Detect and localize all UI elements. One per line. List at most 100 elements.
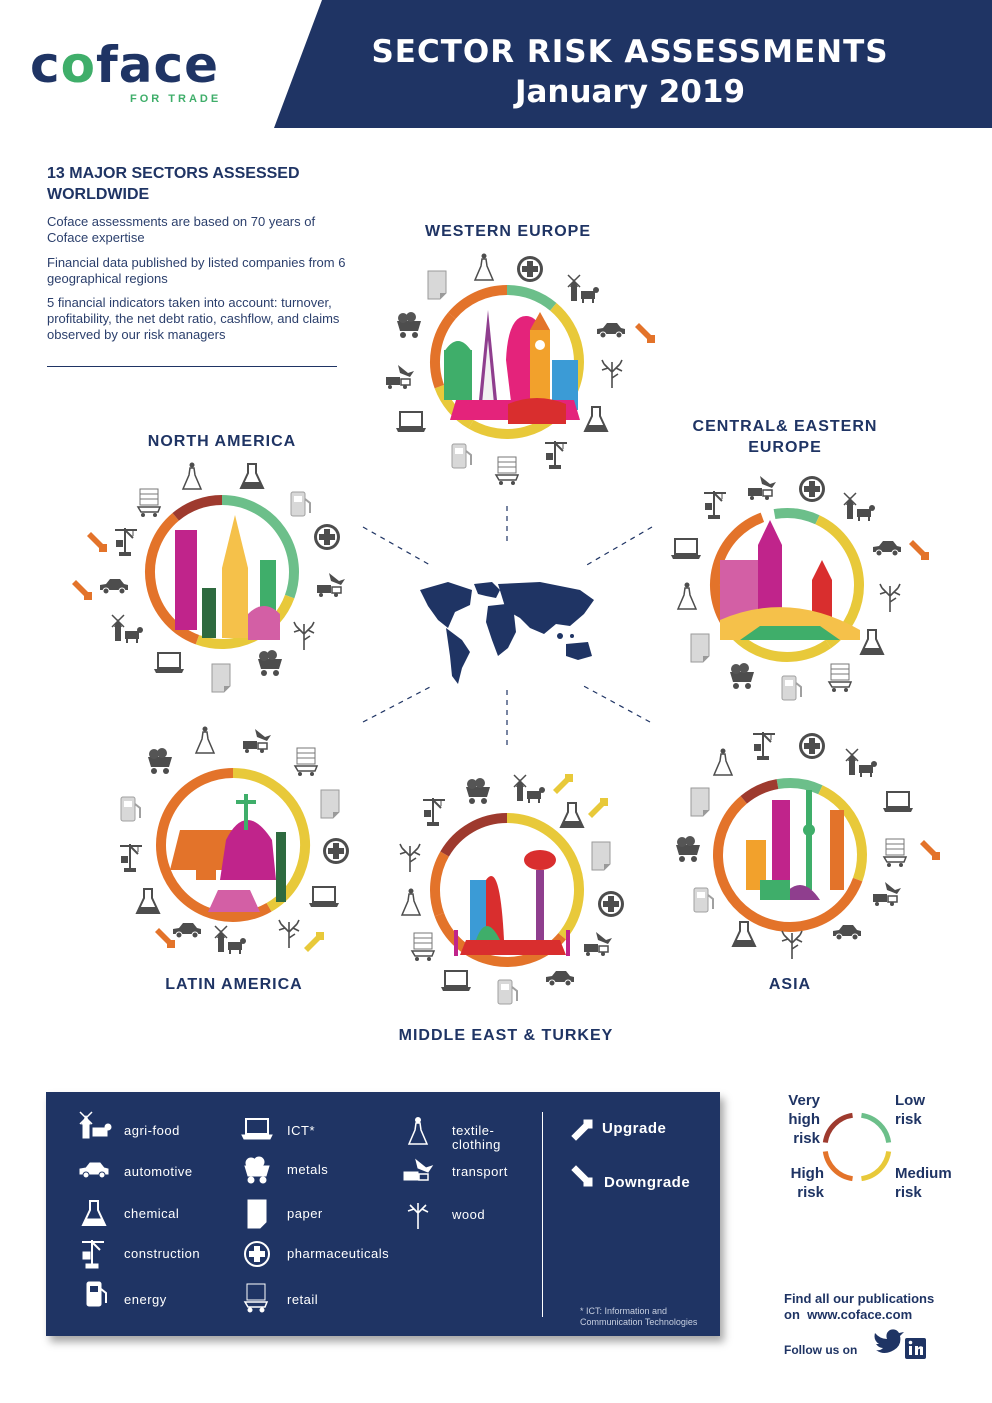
risk-ring-western-europe	[430, 285, 584, 439]
legend-label-metals: metals	[287, 1162, 329, 1177]
crane-icon	[544, 440, 568, 470]
shopping-cart-icon	[883, 838, 907, 868]
skyline-cee	[720, 520, 860, 640]
medical-cross-icon	[598, 891, 624, 917]
ring-segment-high	[713, 796, 863, 932]
mine-cart-icon	[397, 312, 421, 338]
plane-truck-icon	[583, 931, 613, 957]
tree-icon	[399, 843, 421, 873]
scale-segment-medium	[860, 1150, 892, 1182]
shopping-cart-icon	[411, 932, 435, 962]
skyline-western-europe	[444, 310, 580, 424]
page-subtitle-date: January 2019	[514, 74, 746, 110]
downgrade-arrow-icon	[72, 580, 92, 600]
risk-ring-asia	[713, 778, 867, 932]
dress-icon	[474, 252, 494, 281]
shopping-cart-icon	[294, 747, 318, 777]
downgrade-arrow-icon	[635, 323, 655, 343]
medical-cross-icon	[517, 256, 543, 282]
ring-segment-high	[156, 768, 272, 922]
scale-segment-high	[822, 1150, 854, 1182]
downgrade-arrow-icon	[87, 532, 107, 552]
header-band	[274, 0, 992, 128]
legend-label-pharmaceuticals: pharmaceuticals	[287, 1246, 390, 1261]
region-label-asia: ASIA	[768, 976, 812, 993]
laptop-icon	[308, 886, 340, 908]
plane-truck-icon	[747, 475, 777, 501]
website-link[interactable]: www.coface.com	[807, 1307, 913, 1322]
paper-icon	[320, 789, 340, 819]
dress-icon	[195, 725, 215, 754]
windmill-cow-icon	[513, 774, 546, 804]
medical-cross-icon	[314, 524, 340, 550]
page-title: SECTOR RISK ASSESSMENTS	[371, 34, 889, 70]
dress-icon	[401, 887, 421, 916]
publications-line: Find all our publications	[784, 1291, 935, 1306]
risk-label-high: High risk	[790, 1165, 824, 1201]
laptop-icon	[670, 538, 702, 560]
ring-segment-medium	[232, 768, 310, 912]
ring-segment-medium	[434, 384, 474, 429]
url-prefix: on	[784, 1307, 800, 1322]
world-map	[420, 582, 594, 684]
ring-segment-high	[430, 851, 450, 917]
dress-icon	[182, 461, 202, 490]
intro-paragraph-3: 5 financial indicators taken into accoun…	[47, 295, 340, 342]
paper-icon	[690, 787, 710, 817]
region-label-latin-america: LATIN AMERICA	[165, 976, 303, 993]
skyline-mena	[454, 850, 570, 956]
paper-icon	[690, 633, 710, 663]
ring-segment-very-high	[740, 779, 779, 804]
mine-cart-icon	[676, 836, 700, 862]
ring-segment-very-high	[440, 813, 508, 857]
fuel-pump-icon	[693, 887, 714, 913]
car-icon	[832, 924, 862, 941]
region-label-western-europe: WESTERN EUROPE	[424, 223, 591, 240]
risk-label-very-high: Very high risk	[788, 1092, 820, 1147]
fuel-pump-icon	[290, 491, 311, 517]
legend-label-ict: ICT*	[287, 1123, 315, 1138]
risk-ring-latin-america	[156, 768, 310, 922]
fuel-pump-icon	[781, 675, 802, 701]
skyline-latin-america	[170, 794, 286, 912]
shopping-cart-icon	[137, 488, 161, 518]
legend-label-construction: construction	[124, 1246, 201, 1261]
crane-icon	[114, 527, 138, 557]
legend-downgrade-label: Downgrade	[604, 1174, 691, 1191]
region-label-mena: MIDDLE EAST & TURKEY	[398, 1027, 614, 1044]
scale-segment-very-high	[822, 1112, 854, 1144]
legend-label-retail: retail	[287, 1292, 319, 1307]
coface-logo[interactable]: coface	[30, 36, 220, 94]
plane-truck-icon	[385, 364, 415, 390]
ring-segment-low	[506, 285, 557, 311]
ring-segment-medium	[506, 813, 584, 940]
risk-label-low: Low risk	[895, 1092, 925, 1128]
tree-icon	[781, 930, 803, 960]
upgrade-arrow-icon	[588, 798, 608, 818]
legend-divider	[542, 1112, 543, 1317]
windmill-cow-icon	[845, 748, 878, 778]
legend-label-paper: paper	[287, 1206, 323, 1221]
legend-label-textile-clothing: textile- clothing	[452, 1123, 501, 1152]
tree-icon	[293, 621, 315, 651]
publications-text: Find all our publications on www.coface.…	[784, 1291, 934, 1323]
flask-icon	[860, 629, 884, 655]
fuel-pump-icon	[120, 796, 141, 822]
car-icon	[872, 540, 902, 557]
mine-cart-icon	[466, 778, 490, 804]
legend-label-agri-food: agri-food	[124, 1123, 180, 1138]
laptop-icon	[153, 652, 185, 674]
windmill-cow-icon	[843, 492, 876, 522]
tree-icon	[879, 583, 901, 613]
ring-segment-high	[430, 312, 456, 389]
connector-lines	[362, 506, 653, 745]
logo-tagline: FOR TRADE	[130, 93, 222, 105]
windmill-cow-icon	[567, 274, 600, 304]
crane-icon	[422, 797, 446, 827]
ring-segment-high	[448, 285, 508, 320]
scale-segment-low	[860, 1112, 892, 1144]
sector-legend-panel	[46, 1092, 720, 1336]
flask-icon	[732, 921, 756, 947]
legend-label-wood: wood	[452, 1207, 486, 1222]
